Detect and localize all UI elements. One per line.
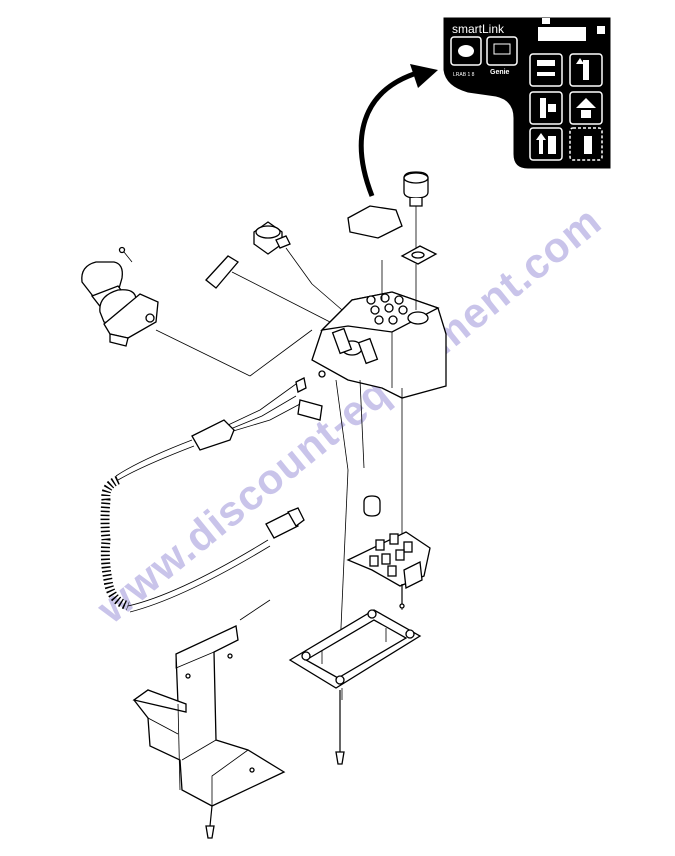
screw-board: [399, 584, 405, 609]
screw-bottom: [335, 690, 345, 765]
connector-plug: [265, 507, 305, 539]
gasket-plate: [288, 609, 422, 689]
display-icon: [486, 36, 518, 66]
watermark: www.discount-equipment.com: [87, 197, 610, 633]
circuit-board: [346, 531, 431, 589]
control-decal: smartLink LRAB 1 8 Genie: [443, 17, 611, 169]
label-strip: [205, 255, 239, 289]
lift-drive-icon: [529, 53, 563, 87]
joystick: [81, 246, 313, 377]
coil-cord-harness: [100, 377, 323, 613]
control-box: [311, 260, 447, 399]
emergency-stop-button: [403, 171, 429, 248]
callout-arrow: [358, 64, 438, 197]
mounting-bracket: [132, 625, 286, 807]
decal-code: LRAB 1 8: [453, 72, 475, 78]
screw-left: [205, 805, 215, 839]
decal-sheet: [347, 205, 403, 239]
decal-brand: smartLink: [452, 22, 505, 36]
decal-maker: Genie: [490, 69, 510, 76]
lift-arrow-icon: [529, 127, 563, 161]
seal-washer: [400, 245, 438, 265]
button-cap: [363, 495, 381, 517]
switch-knob: [253, 221, 357, 323]
